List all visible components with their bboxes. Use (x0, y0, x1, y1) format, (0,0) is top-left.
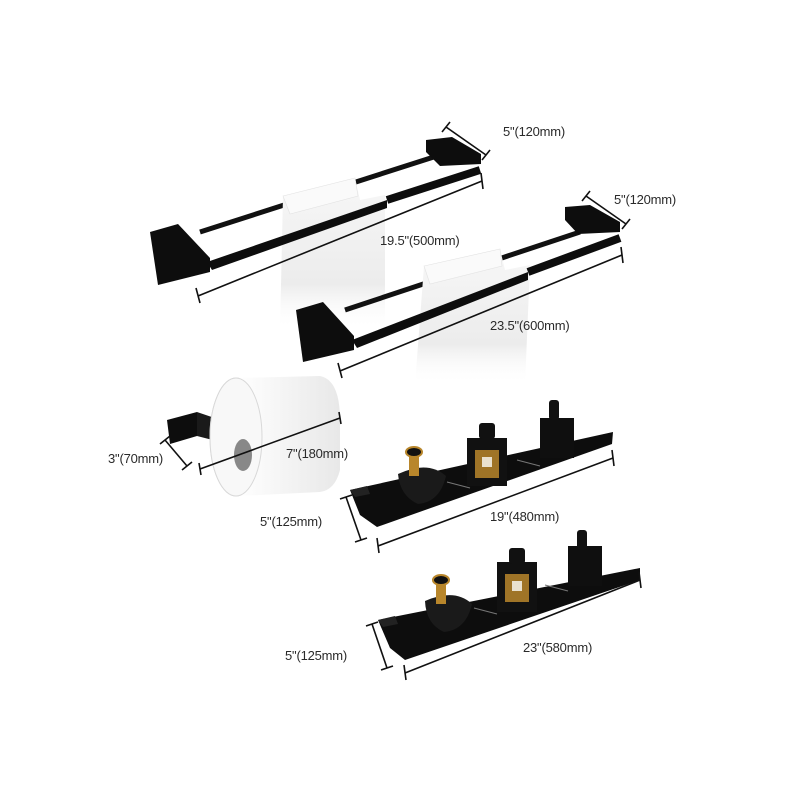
towel-bar-long-depth-label: 5"(120mm) (614, 192, 677, 207)
toilet-paper-holder (167, 376, 340, 497)
shelf-short-depth-label: 5"(125mm) (260, 514, 323, 529)
bathroom-shelf-short (350, 400, 613, 527)
toilet-paper-holder-depth-label: 3"(70mm) (108, 451, 164, 466)
towel-bar-short-depth-label: 5"(120mm) (503, 124, 566, 139)
towel-bar-short-length-label: 19.5"(500mm) (380, 233, 460, 248)
shelf-short-length-label: 19"(480mm) (490, 509, 560, 524)
towel-bar-long-length-label: 23.5"(600mm) (490, 318, 570, 333)
shelf-long-depth-label: 5"(125mm) (285, 648, 348, 663)
shelf-long-length-label: 23"(580mm) (523, 640, 593, 655)
towel-bar-short (150, 137, 482, 330)
bathroom-shelf-long (378, 530, 640, 660)
dimension-lines (159, 121, 642, 681)
toilet-paper-holder-length-label: 7"(180mm) (286, 446, 349, 461)
towel-bar-long (296, 205, 622, 385)
